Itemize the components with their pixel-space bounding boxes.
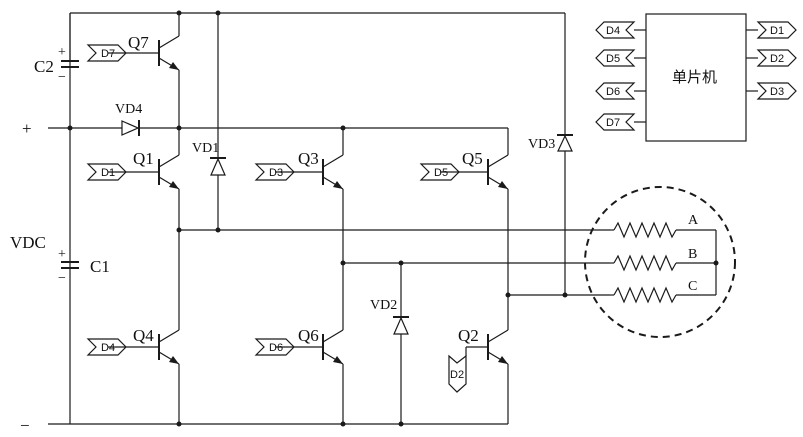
c2-label: C2 <box>34 57 54 76</box>
mcu-label: 单片机 <box>672 68 717 86</box>
q3-label: Q3 <box>298 149 319 168</box>
svg-text:D7: D7 <box>606 117 620 129</box>
svg-text:D1: D1 <box>770 25 784 37</box>
mcu-input-d5: D5 <box>595 49 646 67</box>
vd4-diode <box>121 120 140 136</box>
svg-text:D4: D4 <box>606 25 620 37</box>
motor-winding-b <box>610 254 716 272</box>
junction-dots <box>67 10 719 427</box>
motor-outline <box>584 186 736 338</box>
c1-capacitor <box>61 261 79 269</box>
motor-winding-c <box>610 286 716 304</box>
q4-drive-tag: D4 <box>86 338 127 356</box>
mcu-output-d2: D2 <box>746 49 797 67</box>
vdc-label: VDC <box>10 233 46 252</box>
vd1-label: VD1 <box>192 141 219 156</box>
q7-transistor <box>108 35 180 71</box>
vd1-diode <box>210 157 226 176</box>
q6-drive-tag: D6 <box>254 338 295 356</box>
q6-label: Q6 <box>298 326 319 345</box>
q1-label: Q1 <box>133 149 154 168</box>
vd3-diode <box>557 134 573 152</box>
q2-transistor <box>465 329 509 365</box>
q6-transistor <box>275 329 344 365</box>
phase-b-label: B <box>688 247 697 262</box>
c1-label: C1 <box>90 257 110 276</box>
phase-a-label: A <box>688 213 699 228</box>
q1-drive-tag: D1 <box>86 163 127 181</box>
c2-minus-sign: − <box>58 70 66 85</box>
svg-text:D4: D4 <box>101 342 115 354</box>
c1-minus-sign: − <box>58 271 66 286</box>
q5-label: Q5 <box>462 149 483 168</box>
svg-text:D7: D7 <box>101 48 115 60</box>
c2-plus-sign: + <box>58 45 66 60</box>
svg-text:D6: D6 <box>269 342 283 354</box>
q7-label: Q7 <box>128 33 149 52</box>
vd4-label: VD4 <box>115 102 142 117</box>
svg-text:D2: D2 <box>450 369 464 381</box>
svg-text:D1: D1 <box>101 167 115 179</box>
svg-text:D6: D6 <box>606 86 620 98</box>
mcu-input-d6: D6 <box>595 82 646 100</box>
svg-text:D5: D5 <box>606 53 620 65</box>
positive-terminal-label: + <box>22 119 32 138</box>
mcu-output-d3: D3 <box>746 82 797 100</box>
q7-drive-tag: D7 <box>86 44 127 62</box>
motor-winding-a <box>610 221 716 239</box>
vd2-diode <box>393 316 409 335</box>
negative-terminal-label: − <box>20 416 30 435</box>
c2-capacitor <box>61 13 79 68</box>
q3-drive-tag: D3 <box>254 163 295 181</box>
q5-drive-tag: D5 <box>419 163 460 181</box>
q2-label: Q2 <box>458 326 479 345</box>
q4-label: Q4 <box>133 326 154 345</box>
svg-text:D5: D5 <box>434 167 448 179</box>
q4-transistor <box>108 329 180 365</box>
q5-transistor <box>440 154 509 190</box>
svg-text:D3: D3 <box>269 167 283 179</box>
vd3-label: VD3 <box>528 137 555 152</box>
vd2-label: VD2 <box>370 298 397 313</box>
mcu-input-d7: D7 <box>595 113 646 131</box>
q2-drive-tag: D2 <box>448 354 467 393</box>
svg-text:D3: D3 <box>770 86 784 98</box>
phase-c-label: C <box>688 279 697 294</box>
mcu-box <box>645 13 747 142</box>
mcu-output-d1: D1 <box>746 21 797 39</box>
c1-plus-sign: + <box>58 247 66 262</box>
q1-transistor <box>108 154 180 190</box>
q3-transistor <box>275 154 344 190</box>
mcu-input-d4: D4 <box>595 21 646 39</box>
svg-text:D2: D2 <box>770 53 784 65</box>
